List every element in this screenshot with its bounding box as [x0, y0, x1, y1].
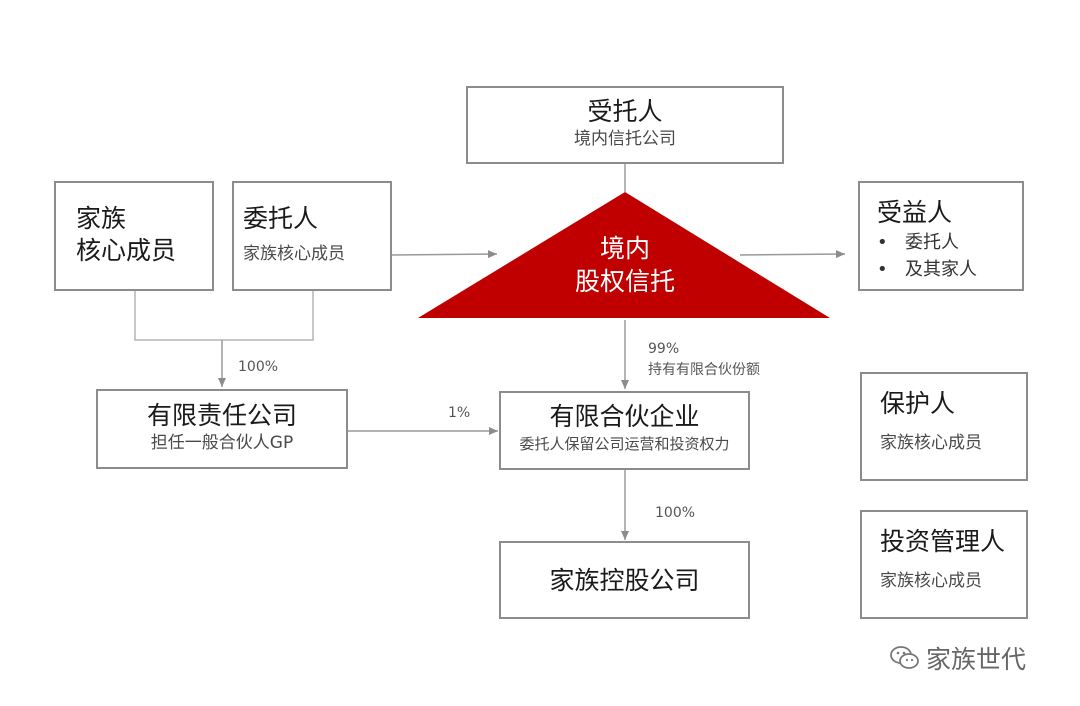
wechat-icon — [890, 645, 920, 677]
family-members-line2: 核心成员 — [76, 236, 177, 265]
investment-manager-title: 投资管理人 — [880, 527, 1006, 556]
trust-line2: 股权信托 — [574, 267, 675, 296]
family-members-line1: 家族 — [76, 204, 127, 233]
protector-title: 保护人 — [880, 389, 956, 418]
trust-share-desc: 持有有限合伙份额 — [648, 362, 760, 378]
lp-title: 有限合伙企业 — [549, 402, 700, 431]
trustee-title: 受托人 — [587, 97, 663, 126]
settlor-box: 委托人 家族核心成员 — [232, 181, 392, 291]
trustee-box: 受托人 境内信托公司 — [466, 86, 784, 164]
protector-subtitle: 家族核心成员 — [880, 433, 982, 453]
llc-share-label: 100% — [238, 359, 279, 375]
trust-label: 境内 股权信托 — [525, 232, 725, 298]
gp-share-label: 1% — [448, 405, 471, 421]
members-merge-connector — [134, 290, 314, 341]
protector-box: 保护人 家族核心成员 — [860, 372, 1028, 481]
lp-subtitle: 委托人保留公司运营和投资权力 — [519, 435, 730, 453]
settlor-subtitle: 家族核心成员 — [243, 244, 345, 264]
beneficiary-item: •及其家人 — [877, 259, 977, 280]
trust-triangle — [418, 192, 830, 318]
family-members-box: 家族 核心成员 — [54, 181, 214, 291]
investment-manager-box: 投资管理人 家族核心成员 — [860, 510, 1028, 619]
beneficiary-box: 受益人 •委托人 •及其家人 — [858, 181, 1024, 291]
trust-share-label: 99% — [648, 341, 680, 357]
beneficiary-item: •委托人 — [877, 232, 959, 253]
beneficiary-title: 受益人 — [877, 198, 953, 227]
trustee-subtitle: 境内信托公司 — [574, 129, 676, 149]
llc-subtitle: 担任一般合伙人GP — [150, 433, 294, 453]
trust-to-beneficiary-arrow — [739, 250, 846, 259]
trust-line1: 境内 — [599, 234, 650, 263]
holding-box: 家族控股公司 — [499, 541, 750, 619]
beneficiary-list: •委托人 •及其家人 — [877, 229, 1022, 283]
investment-manager-subtitle: 家族核心成员 — [880, 571, 982, 591]
lp-box: 有限合伙企业 委托人保留公司运营和投资权力 — [499, 391, 750, 470]
llc-title: 有限责任公司 — [146, 401, 297, 430]
watermark: 家族世代 — [890, 640, 1026, 677]
settlor-to-trust-arrow — [390, 250, 498, 259]
watermark-text: 家族世代 — [926, 645, 1027, 674]
holding-share-label: 100% — [655, 505, 696, 521]
holding-title: 家族控股公司 — [549, 566, 700, 595]
settlor-title: 委托人 — [243, 204, 319, 233]
llc-box: 有限责任公司 担任一般合伙人GP — [96, 389, 348, 469]
